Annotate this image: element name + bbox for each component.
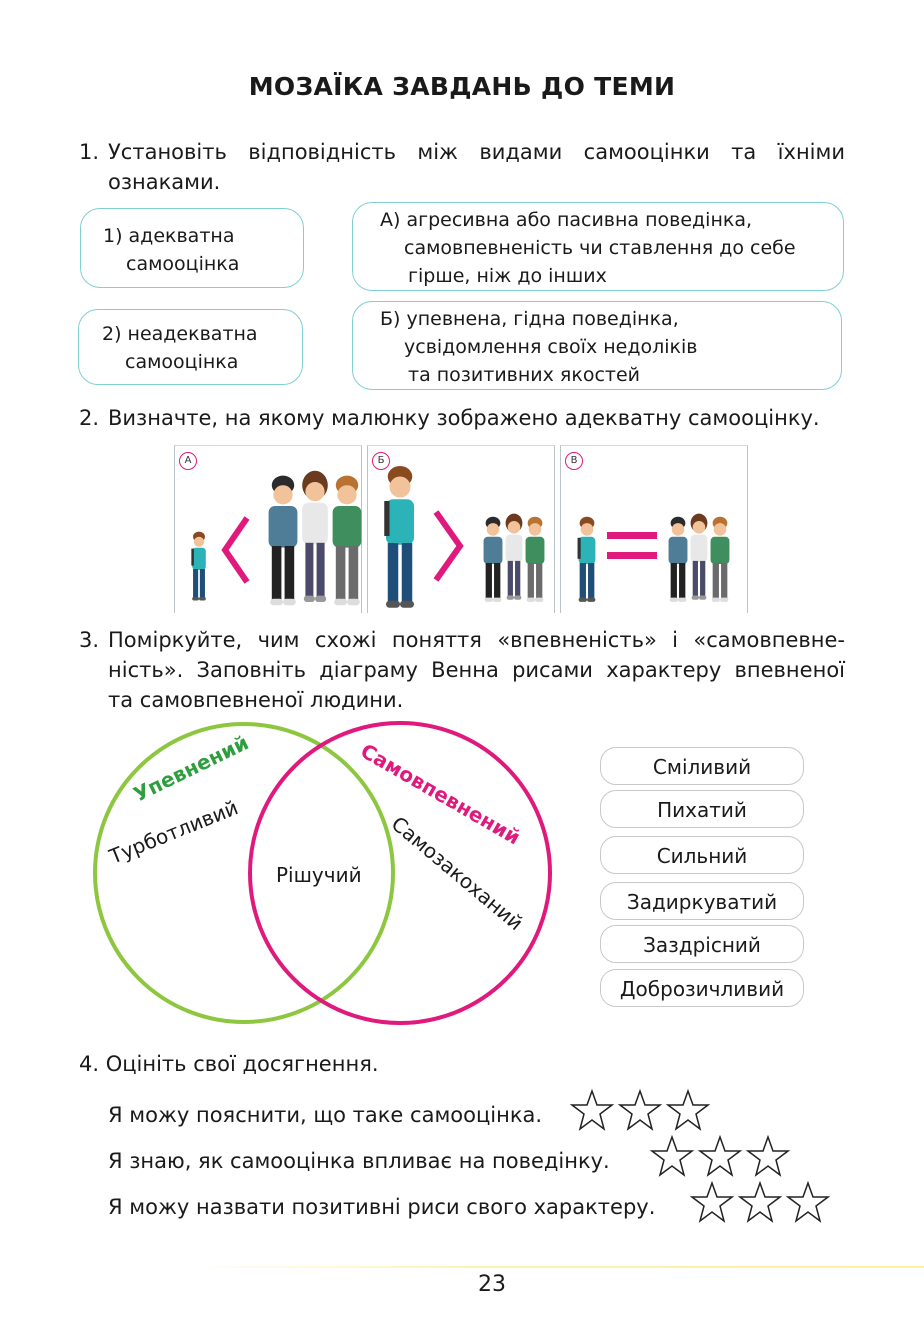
match-right-b[interactable]: Б) упевнена, гідна поведінка, усвідомлен… xyxy=(352,301,842,390)
match-right-b-line1: Б) упевнена, гідна поведінка, xyxy=(380,308,679,330)
trait-chip[interactable]: Сміливий xyxy=(600,747,804,785)
star-icon[interactable] xyxy=(690,1181,734,1223)
question-number: 3. xyxy=(79,628,100,652)
star-rating[interactable] xyxy=(650,1135,790,1177)
self-assessment-statement: Я можу назвати позитивні риси свого хара… xyxy=(108,1195,656,1219)
venn-diagram: Упевнений Самовпевнений Турботливий Рішу… xyxy=(93,721,552,1025)
picture-option-a[interactable]: А xyxy=(174,445,362,613)
equals-symbol-bar xyxy=(607,532,657,539)
self-esteem-illustration xyxy=(384,466,545,608)
match-right-a-line1: А) агресивна або пасивна поведінка, xyxy=(380,209,753,231)
match-left-2-line1: 2) неадекватна xyxy=(102,323,258,345)
question-number: 2. xyxy=(79,406,100,430)
trait-chip[interactable]: Заздрісний xyxy=(600,925,804,963)
match-left-1[interactable]: 1) адекватна самооцінка xyxy=(80,208,304,288)
venn-circle-right xyxy=(248,721,552,1025)
star-icon[interactable] xyxy=(618,1089,662,1131)
picture-option-b[interactable]: Б xyxy=(367,445,555,613)
match-left-1-line2: самооцінка xyxy=(126,253,240,275)
venn-label-left: Упевнений xyxy=(130,730,253,806)
star-icon[interactable] xyxy=(570,1089,614,1131)
star-icon[interactable] xyxy=(746,1135,790,1177)
footer-divider xyxy=(180,1266,924,1268)
match-right-a[interactable]: А) агресивна або пасивна поведінка, само… xyxy=(352,202,844,291)
trait-chip[interactable]: Доброзичливий xyxy=(600,969,804,1007)
match-left-1-line1: 1) адекватна xyxy=(103,225,235,247)
self-esteem-illustration xyxy=(577,513,730,602)
option-badge: А xyxy=(179,452,197,470)
match-left-2-line2: самооцінка xyxy=(125,351,239,373)
greater-than-symbol xyxy=(433,510,464,582)
star-icon[interactable] xyxy=(738,1181,782,1223)
page-title: МОЗАЇКА ЗАВДАНЬ ДО ТЕМИ xyxy=(248,72,676,101)
question-text-line2: ність». Заповніть діаграму Венна рисами … xyxy=(108,658,845,682)
star-rating[interactable] xyxy=(690,1181,830,1223)
venn-label-right: Самовпевнений xyxy=(357,739,525,850)
option-badge: В xyxy=(565,452,583,470)
trait-chip[interactable]: Пихатий xyxy=(600,790,804,828)
equals-symbol-bar xyxy=(607,552,657,559)
venn-word-left: Турботливий xyxy=(105,795,242,869)
option-badge: Б xyxy=(372,452,390,470)
question-text-line3: та самовпевненої людини. xyxy=(108,688,404,712)
self-assessment-statement: Я знаю, як самооцінка впливає на поведін… xyxy=(108,1149,610,1173)
match-right-b-line3: та позитивних якостей xyxy=(408,364,640,386)
less-than-symbol xyxy=(221,516,250,584)
match-right-a-line3: гірше, ніж до інших xyxy=(408,265,607,287)
question-text: Установіть відповідність між видами само… xyxy=(108,140,845,194)
match-right-b-line2: усвідомлення своїх недоліків xyxy=(404,336,698,358)
self-assessment-statement: Я можу пояснити, що таке самооцінка. xyxy=(108,1103,543,1127)
star-icon[interactable] xyxy=(786,1181,830,1223)
trait-chip[interactable]: Сильний xyxy=(600,836,804,874)
self-esteem-illustration xyxy=(191,470,362,606)
star-icon[interactable] xyxy=(666,1089,710,1131)
page-number: 23 xyxy=(478,1272,506,1297)
star-icon[interactable] xyxy=(650,1135,694,1177)
picture-option-c[interactable]: В xyxy=(560,445,748,613)
star-rating[interactable] xyxy=(570,1089,710,1131)
trait-chip[interactable]: Задиркуватий xyxy=(600,882,804,920)
question-text: Визначте, на якому малюнку зображено аде… xyxy=(108,406,820,430)
venn-circle-left xyxy=(93,722,395,1024)
question-number: 1. xyxy=(79,140,100,164)
venn-word-center: Рішучий xyxy=(276,863,362,887)
match-left-2[interactable]: 2) неадекватна самооцінка xyxy=(78,309,303,385)
match-right-a-line2: самовпевненість чи ставлення до себе xyxy=(404,237,796,259)
question-4-text: 4. Оцініть свої досягнення. xyxy=(79,1052,379,1076)
question-text-line1: Поміркуйте, чим схожі поняття «впевненіс… xyxy=(108,628,845,652)
star-icon[interactable] xyxy=(698,1135,742,1177)
